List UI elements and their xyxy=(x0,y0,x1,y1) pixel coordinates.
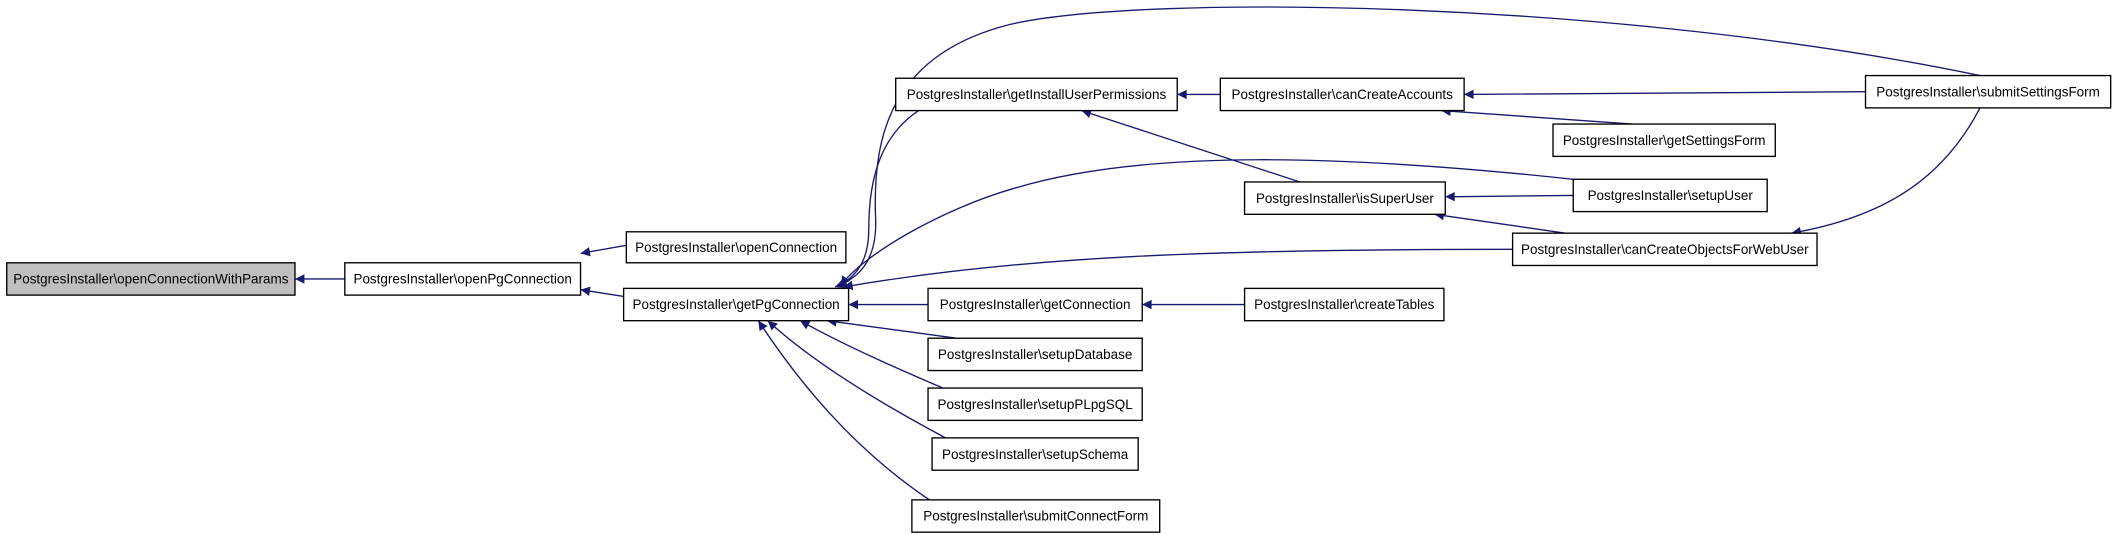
node-box xyxy=(895,77,1178,112)
node-box xyxy=(927,387,1143,422)
node-getInstallUserPermissions[interactable]: PostgresInstaller\getInstallUserPermissi… xyxy=(895,77,1178,112)
edge-canCreateObjectsForWebUser-to-isSuperUser xyxy=(1434,210,1566,234)
edge-setupPLpgSQL-to-getPgConnection xyxy=(799,320,944,389)
node-box xyxy=(622,287,850,322)
node-setupDatabase[interactable]: PostgresInstaller\setupDatabase xyxy=(927,337,1143,372)
node-label: PostgresInstaller\submitSettingsForm xyxy=(1876,84,2100,99)
node-box xyxy=(931,437,1139,471)
edge-isSuperUser-to-getInstallUserPermissions xyxy=(1081,109,1301,183)
node-label: PostgresInstaller\getSettingsForm xyxy=(1563,133,1766,148)
node-label: PostgresInstaller\canCreateObjectsForWeb… xyxy=(1521,242,1809,257)
node-box xyxy=(927,337,1143,372)
node-label: PostgresInstaller\openConnectionWithPara… xyxy=(13,272,288,287)
node-getSettingsForm[interactable]: PostgresInstaller\getSettingsForm xyxy=(1552,123,1776,158)
node-label: PostgresInstaller\getInstallUserPermissi… xyxy=(907,87,1167,102)
node-setupSchema[interactable]: PostgresInstaller\setupSchema xyxy=(931,437,1139,471)
node-setupUser[interactable]: PostgresInstaller\setupUser xyxy=(1572,178,1768,213)
edge-submitSettingsForm-to-getPgConnection xyxy=(834,6,1981,289)
node-canCreateAccounts[interactable]: PostgresInstaller\canCreateAccounts xyxy=(1219,77,1465,112)
edge-setupDatabase-to-getPgConnection xyxy=(826,317,957,339)
node-box xyxy=(1864,74,2112,109)
node-box xyxy=(1511,232,1818,267)
edge-getInstallUserPermissions-to-getPgConnection xyxy=(837,110,919,288)
node-box xyxy=(344,262,582,296)
node-setupPLpgSQL[interactable]: PostgresInstaller\setupPLpgSQL xyxy=(927,387,1143,422)
node-label: PostgresInstaller\setupDatabase xyxy=(938,347,1132,362)
edge-submitConnectForm-to-getPgConnection xyxy=(757,320,930,501)
node-label: PostgresInstaller\isSuperUser xyxy=(1256,191,1434,206)
edge-submitSettingsForm-to-canCreateAccounts xyxy=(1464,89,1866,100)
node-getConnection[interactable]: PostgresInstaller\getConnection xyxy=(927,287,1143,322)
node-box xyxy=(1243,181,1446,215)
edge-getSettingsForm-to-canCreateAccounts xyxy=(1441,106,1633,125)
edges-layer xyxy=(294,6,1981,501)
edge-setupUser-to-getPgConnection xyxy=(839,159,1574,287)
edge-getPgConnection-to-openPgConnection xyxy=(580,286,624,298)
node-box xyxy=(911,499,1161,533)
node-getPgConnection[interactable]: PostgresInstaller\getPgConnection xyxy=(622,287,850,322)
edge-setupSchema-to-getPgConnection xyxy=(767,320,946,439)
nodes-layer: PostgresInstaller\openConnectionWithPara… xyxy=(6,74,2112,533)
edge-openConnection-to-openPgConnection xyxy=(580,244,627,257)
node-isSuperUser[interactable]: PostgresInstaller\isSuperUser xyxy=(1243,181,1446,215)
node-box xyxy=(1552,123,1776,158)
node-box xyxy=(1243,287,1445,322)
node-canCreateObjectsForWebUser[interactable]: PostgresInstaller\canCreateObjectsForWeb… xyxy=(1511,232,1818,267)
node-createTables[interactable]: PostgresInstaller\createTables xyxy=(1243,287,1445,322)
node-box xyxy=(1572,178,1768,213)
node-submitSettingsForm[interactable]: PostgresInstaller\submitSettingsForm xyxy=(1864,74,2112,109)
node-box xyxy=(1219,77,1465,112)
node-label: PostgresInstaller\createTables xyxy=(1254,297,1434,312)
node-box xyxy=(625,231,847,264)
node-label: PostgresInstaller\openConnection xyxy=(635,240,837,255)
node-openPgConnection[interactable]: PostgresInstaller\openPgConnection xyxy=(344,262,582,296)
node-label: PostgresInstaller\submitConnectForm xyxy=(923,509,1148,524)
node-box xyxy=(6,262,296,296)
node-box xyxy=(927,287,1143,322)
node-label: PostgresInstaller\setupPLpgSQL xyxy=(938,397,1134,412)
node-submitConnectForm[interactable]: PostgresInstaller\submitConnectForm xyxy=(911,499,1161,533)
node-label: PostgresInstaller\getPgConnection xyxy=(633,297,840,312)
node-openConnection[interactable]: PostgresInstaller\openConnection xyxy=(625,231,847,264)
node-label: PostgresInstaller\getConnection xyxy=(940,297,1131,312)
node-label: PostgresInstaller\setupSchema xyxy=(942,447,1129,462)
node-label: PostgresInstaller\setupUser xyxy=(1588,188,1754,203)
node-openConnectionWithParams[interactable]: PostgresInstaller\openConnectionWithPara… xyxy=(6,262,296,296)
edge-setupUser-to-isSuperUser xyxy=(1445,191,1574,202)
node-label: PostgresInstaller\openPgConnection xyxy=(353,272,571,287)
edge-submitSettingsForm-to-canCreateObjectsForWebUser xyxy=(1791,107,1981,237)
node-label: PostgresInstaller\canCreateAccounts xyxy=(1232,87,1454,102)
edge-canCreateObjectsForWebUser-to-getPgConnection xyxy=(843,248,1513,291)
